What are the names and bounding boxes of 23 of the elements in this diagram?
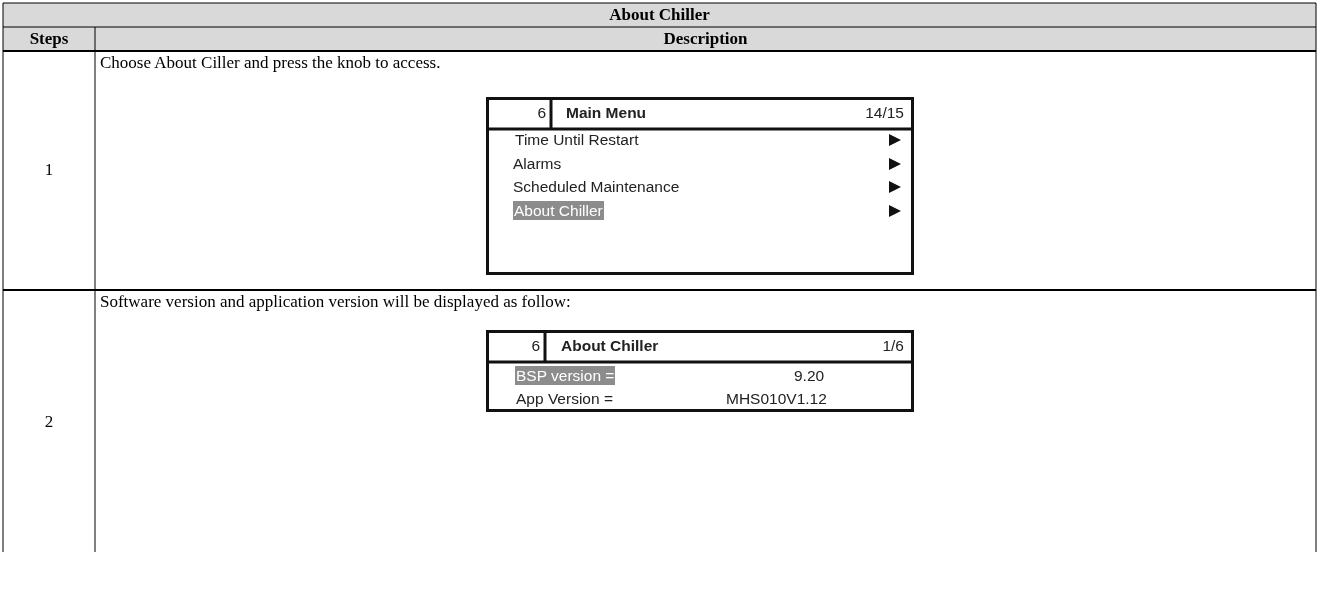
screen-number: 6: [536, 103, 546, 122]
table-title: About Chiller: [608, 5, 711, 25]
step-description: Choose About Ciller and press the knob to access.: [100, 53, 441, 73]
screen-number: 6: [530, 336, 540, 355]
column-header: Steps: [28, 29, 70, 49]
menu-item: MHS010V1.12: [726, 389, 827, 408]
menu-item: 9.20: [794, 366, 825, 385]
menu-item: App Version =: [516, 389, 613, 408]
step-number: 1: [43, 160, 55, 180]
column-header: Description: [662, 29, 749, 49]
page-counter: 14/15: [865, 103, 904, 122]
selected-menu-item: About Chiller: [513, 201, 604, 220]
step-number: 2: [43, 412, 55, 432]
selected-menu-item: BSP version =: [515, 366, 616, 385]
display-screen: [486, 330, 914, 412]
step-description: Software version and application version will be displayed as follow:: [100, 292, 571, 312]
display-screen: [486, 97, 914, 275]
menu-item: Alarms: [513, 154, 562, 173]
screen-title: Main Menu: [566, 103, 647, 122]
screen-title: About Chiller: [561, 336, 659, 355]
menu-item: Time Until Restart: [515, 130, 639, 149]
menu-item: Scheduled Maintenance: [513, 177, 680, 196]
page-counter: 1/6: [882, 336, 904, 355]
